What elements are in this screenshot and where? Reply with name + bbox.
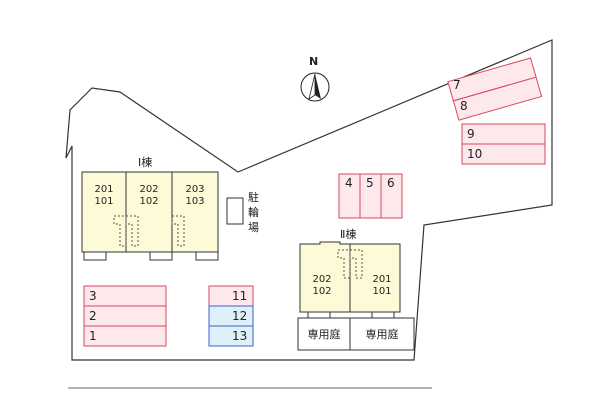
parking-number: 3 [89,289,97,303]
parking-10 [461,143,546,165]
parking-1 [83,325,167,347]
building-2 [297,241,415,351]
bicycle-parking-label: 駐 輪 場 [248,191,259,234]
lot-boundary [65,39,553,361]
building-2-label: Ⅱ棟 [340,228,357,241]
parking-number: 5 [366,176,374,190]
private-garden-label: 専用庭 [307,328,341,341]
compass-label: N [309,55,319,68]
parking-6 [380,173,403,219]
parking-number: 7 [453,78,461,92]
parking-number: 9 [467,127,475,141]
parking-number: 11 [232,289,248,303]
parking-number: 8 [460,99,468,113]
building-1-label: Ⅰ棟 [138,156,153,169]
north-arrow-icon [300,72,330,102]
parking-number: 10 [467,147,483,161]
bicycle-parking-box [226,197,244,225]
parking-number: 4 [345,176,353,190]
parking-13 [208,325,254,347]
parking-group-7-8 [447,57,543,121]
parking-number: 6 [387,176,395,190]
building-1 [81,171,219,261]
parking-number: 12 [232,309,248,323]
parking-number: 2 [89,309,97,323]
parking-number: 1 [89,329,97,343]
parking-number: 13 [232,329,248,343]
private-garden-label: 専用庭 [365,328,399,341]
